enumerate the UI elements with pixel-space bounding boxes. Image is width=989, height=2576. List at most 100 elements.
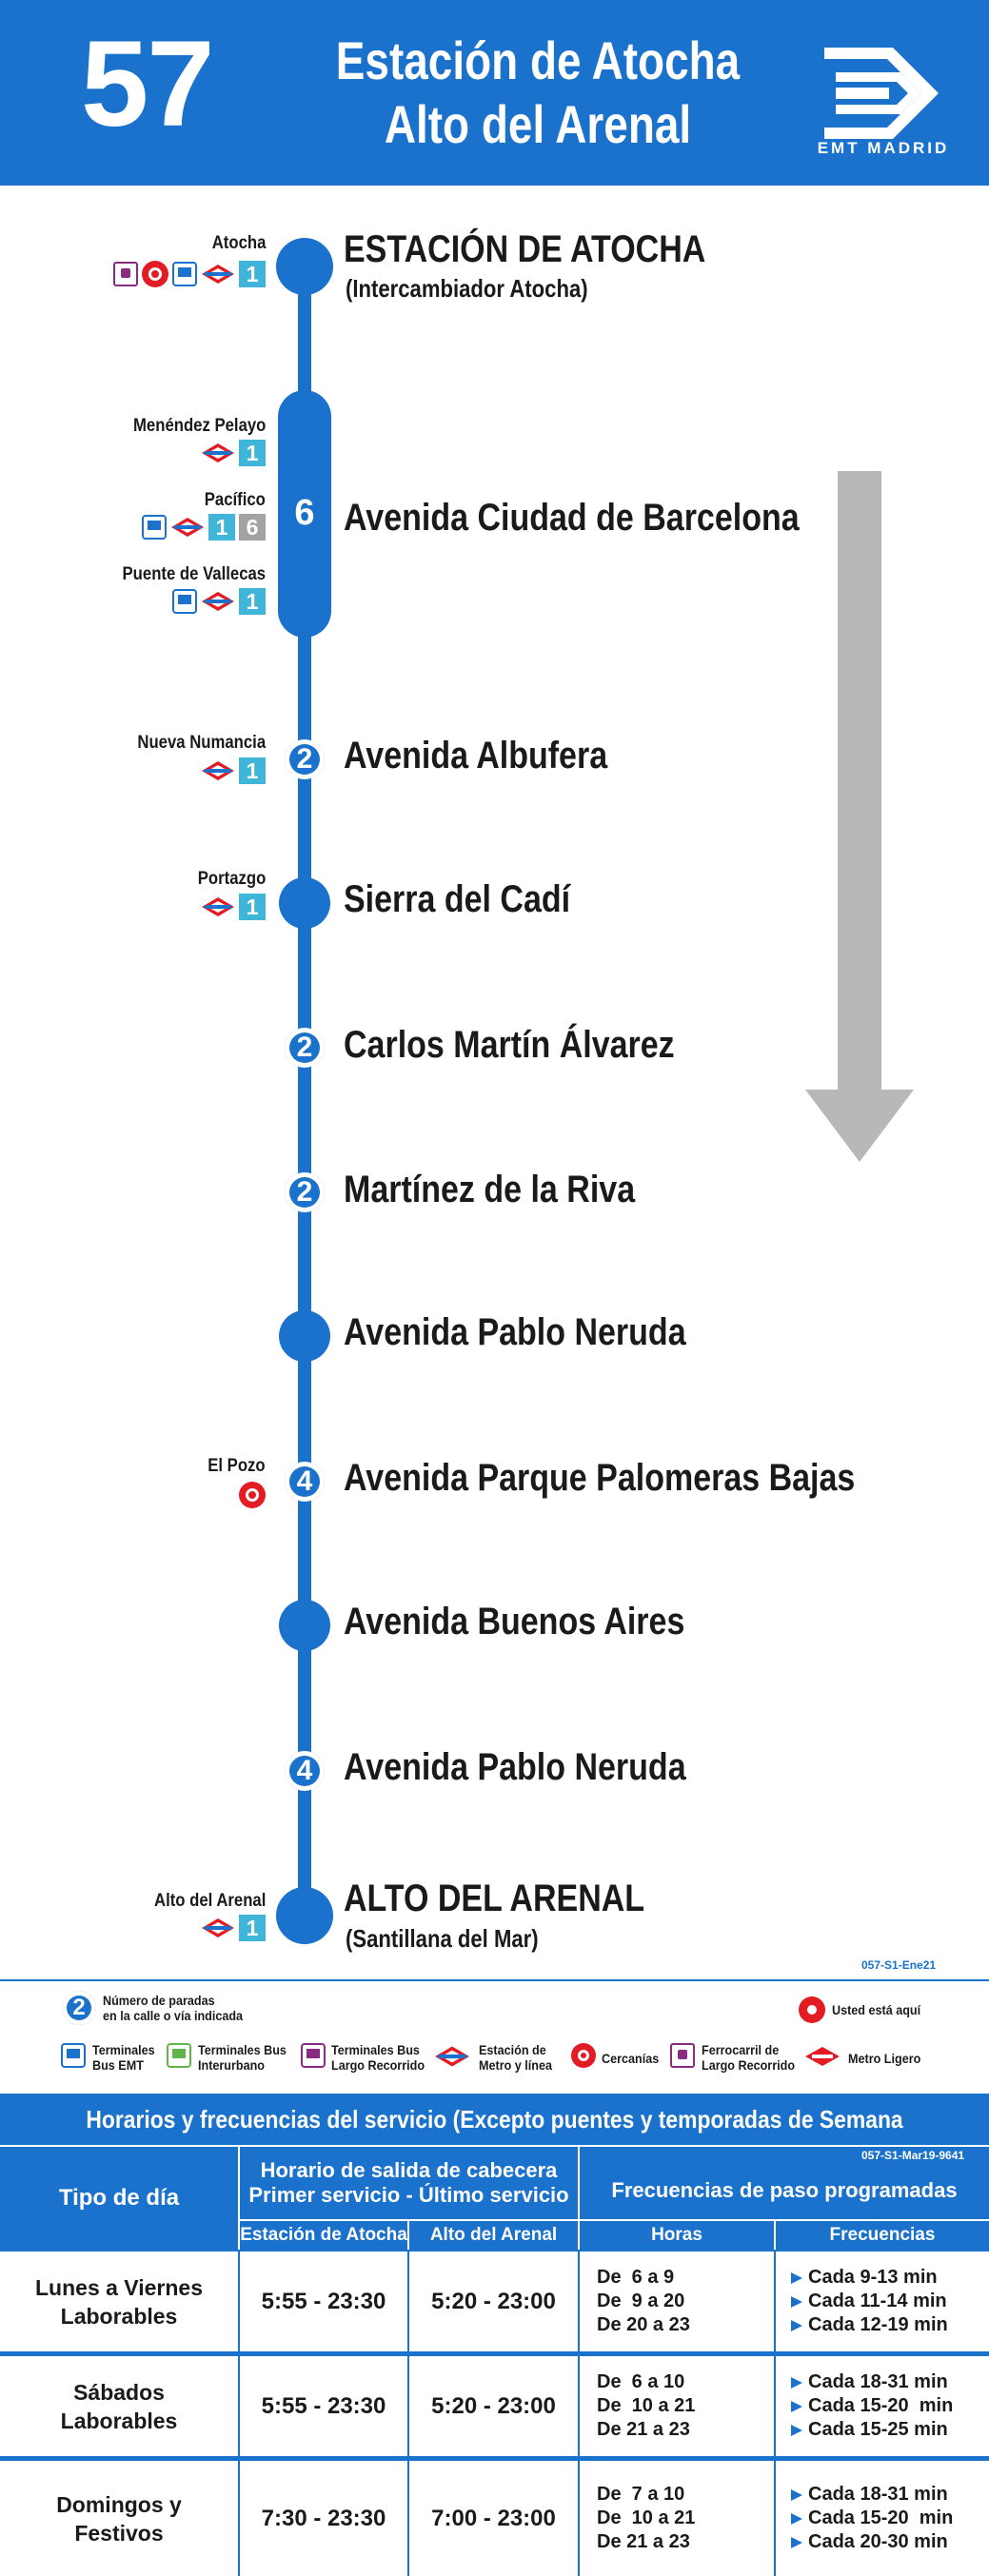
sub-col-arenal: Alto del Arenal [409,2221,580,2250]
metro-icon [202,592,234,611]
schedule-table: Tipo de día Horario de salida de cabecer… [0,2145,989,2576]
stop-count-badge: 2 [285,1028,325,1068]
sub-col-hours: Horas [580,2221,776,2250]
direction-arrow-head-icon [805,1090,914,1162]
cercanias-icon [239,1482,266,1508]
atocha-time-cell: 5:55 - 23:30 [240,2252,407,2351]
long-distance-train-icon [113,262,138,286]
stop-marker [276,1887,333,1944]
metro-line-1-badge: 1 [239,894,266,920]
stop-name: Avenida Ciudad de Barcelona [344,497,800,539]
legend-item: Cercanías [602,2051,660,2066]
connection-label: Pacífico [204,490,266,510]
arrow-right-icon [791,2319,802,2331]
connection-label: Menéndez Pelayo [132,416,266,436]
stop-name: ESTACIÓN DE ATOCHA [344,228,706,270]
sub-col-atocha: Estación de Atocha [240,2221,409,2250]
stop-count-badge: 2 [285,1172,325,1212]
stop-count-badge: 4 [285,1462,325,1502]
legend-stops-text: Número de paradas en la calle o vía indi… [103,1993,244,2023]
metro-icon [171,518,204,537]
brand-name: EMT MADRID [817,139,950,157]
connection-icons: 1 6 [142,514,266,541]
arrow-right-icon [791,2400,802,2412]
stop-marker [276,238,333,295]
direction-arrow-icon [838,471,881,1091]
metro-icon [202,761,234,780]
hour-range: De 20 a 23 [597,2314,690,2335]
emt-bus-terminal-icon [172,589,197,614]
arrow-right-icon [791,2271,802,2284]
metro-line-1-badge: 1 [208,514,235,541]
frequency-line: Cada 18-31 min [791,2483,948,2507]
frequency-line: Cada 15-20 min [791,2394,953,2418]
col-frequencies: Frecuencias de paso programadas [580,2145,989,2221]
stop-marker [279,1600,330,1651]
stop-subtitle: (Intercambiador Atocha) [346,274,588,303]
emt-bus-terminal-icon [142,515,167,540]
route-line [298,257,311,1917]
metro-line-1-badge: 1 [239,1915,266,1941]
you-are-here-label: Usted está aquí [832,2002,921,2017]
hours-cell: De 6 a 10 De 10 a 21 De 21 a 23 [580,2356,774,2456]
connection-label: Puente de Vallecas [122,564,266,584]
connection-label: Alto del Arenal [153,1891,266,1911]
connection-icons: 1 [201,757,266,784]
hour-range: De 21 a 23 [597,2419,690,2440]
metro-icon [202,443,234,462]
metro-line-6-badge: 6 [239,514,266,541]
arrow-right-icon [791,2376,802,2389]
connection-icons: 1 [201,894,266,920]
hour-range: De 10 a 21 [597,2395,696,2416]
stop-marker [279,1310,330,1362]
hour-range: De 10 a 21 [597,2507,696,2528]
emt-logo-icon [824,48,939,139]
col-day-type: Tipo de día [0,2145,240,2250]
frequency-line: Cada 11-14 min [791,2290,947,2313]
arrow-right-icon [791,2424,802,2436]
stop-count-badge: 4 [285,1751,325,1791]
metro-icon [202,1918,234,1937]
stop-subtitle: (Santillana del Mar) [346,1924,539,1953]
arrow-right-icon [791,2536,802,2548]
hour-range: De 6 a 10 [597,2371,685,2392]
hour-range: De 6 a 9 [597,2267,675,2288]
stop-name: ALTO DEL ARENAL [344,1878,645,1919]
connection-icons [239,1482,266,1508]
connection-label: El Pozo [208,1456,266,1476]
destination-terminus: Alto del Arenal [384,94,692,154]
frequency-line: Cada 12-19 min [791,2313,948,2337]
cercanias-icon [571,2043,596,2068]
frequency-line: Cada 20-30 min [791,2530,948,2554]
metro-line-1-badge: 1 [239,757,266,784]
arenal-time-cell: 5:20 - 23:00 [409,2252,578,2351]
stop-name: Avenida Pablo Neruda [344,1311,686,1353]
route-header: 57 Estación de Atocha Alto del Arenal EM… [0,0,989,186]
hour-range: De 21 a 23 [597,2531,690,2552]
arrow-right-icon [791,2512,802,2525]
connection-icons: 1 [172,588,266,615]
connection-label: Portazgo [197,869,266,889]
connection-icons: 1 [201,1915,266,1941]
arenal-time-cell: 7:00 - 23:00 [409,2461,578,2576]
frequency-line: Cada 18-31 min [791,2370,948,2394]
metro-line-1-badge: 1 [239,588,266,615]
cercanias-icon [142,261,168,287]
stop-name: Avenida Pablo Neruda [344,1746,686,1788]
stop-count-badge: 2 [285,739,325,779]
col-departures: Horario de salida de cabecera Primer ser… [240,2145,580,2221]
connection-icons: 1 [201,440,266,466]
emt-bus-terminal-icon [61,2043,86,2068]
stop-marker [279,877,330,929]
route-destinations: Estación de Atocha Alto del Arenal [331,29,745,156]
arrow-right-icon [791,2295,802,2308]
